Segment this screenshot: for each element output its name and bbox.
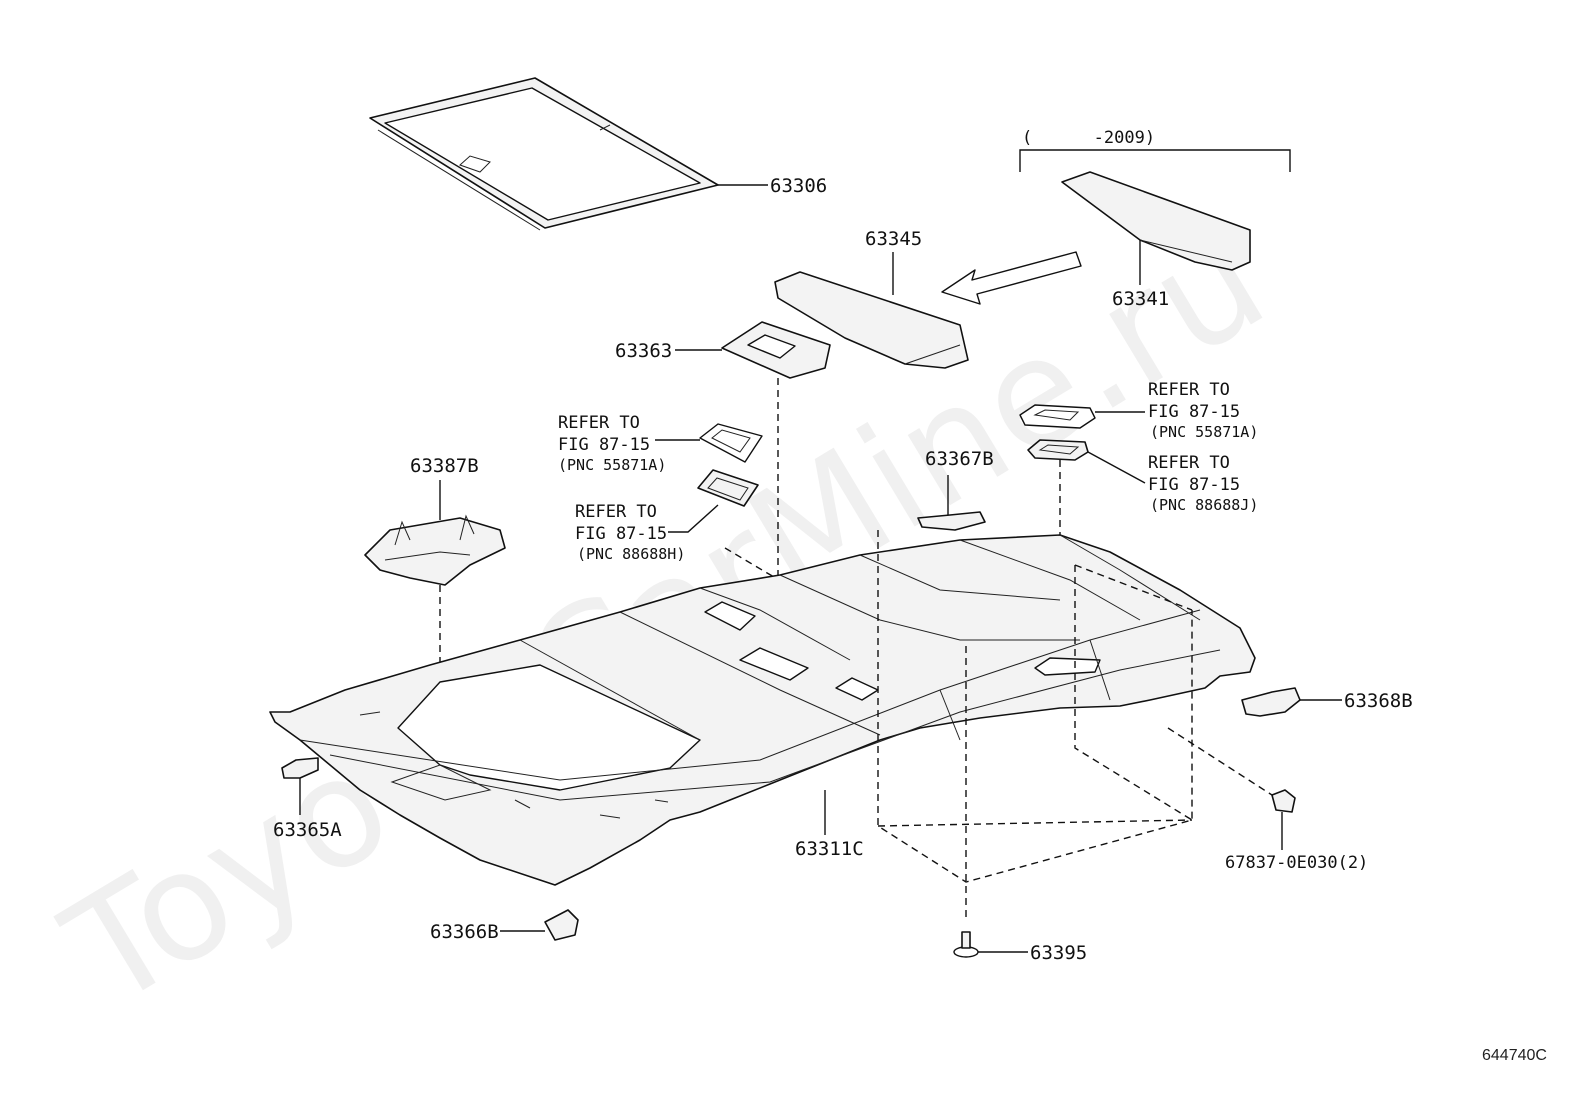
ref-left-lower-line1: REFER TO [575,502,657,522]
label-63363: 63363 [615,340,672,362]
ref-right-lower-line1: REFER TO [1148,453,1230,473]
dash-67837 [1167,727,1273,796]
dash-clip-box [877,530,1193,920]
label-67837: 67837-0E030(2) [1225,853,1368,873]
ref-left-upper-line1: REFER TO [558,413,640,433]
ref-right-lower-line3: (PNC 88688J) [1150,496,1258,514]
ref-right-lower-line2: FIG 87-15 [1148,475,1240,495]
label-63387b: 63387B [410,455,479,477]
label-63345: 63345 [865,228,922,250]
lamp-bezel-63363[interactable] [721,321,831,379]
leader-ref-left-lower [668,504,719,533]
lamp-assy-88688h-left[interactable] [697,469,759,507]
ref-right-upper-line3: (PNC 55871A) [1150,423,1258,441]
lamp-assy-88688j-right[interactable] [1027,439,1089,461]
headliner-63311c[interactable] [269,534,1256,886]
console-bracket-63387b[interactable] [364,514,506,586]
label-63341: 63341 [1112,288,1169,310]
ref-right-upper-line1: REFER TO [1148,380,1230,400]
switch-63365a[interactable] [281,757,319,779]
ref-left-lower-line3: (PNC 88688H) [577,545,685,563]
cover-63368b[interactable] [1241,687,1301,717]
label-63367b: 63367B [925,448,994,470]
clip-67837[interactable] [1271,789,1296,813]
ref-left-upper-line2: FIG 87-15 [558,435,650,455]
label-63366b: 63366B [430,921,499,943]
arrow-icon [941,251,1082,305]
clip-63395[interactable] [953,931,979,958]
lamp-cover-55871a-right[interactable] [1019,404,1096,429]
label-63306: 63306 [770,175,827,197]
figure-id: 644740C [1482,1047,1547,1064]
sunshade-panel-63306[interactable] [369,77,719,231]
date-note: ( -2009) [1022,128,1155,148]
ref-left-upper-line3: (PNC 55871A) [558,456,666,474]
date-bracket [1019,149,1291,172]
label-63365a: 63365A [273,819,342,841]
ref-right-upper-line2: FIG 87-15 [1148,402,1240,422]
label-63311c: 63311C [795,838,864,860]
label-63368b: 63368B [1344,690,1413,712]
ref-left-lower-line2: FIG 87-15 [575,524,667,544]
trim-panel-63345[interactable] [774,271,969,369]
label-63395: 63395 [1030,942,1087,964]
trim-panel-63341[interactable] [1061,171,1251,271]
leader-ref-right-lower [1087,451,1146,484]
bracket-63367b[interactable] [917,511,986,531]
cover-63366b[interactable] [544,909,579,941]
lamp-cover-55871a-left[interactable] [699,423,763,463]
